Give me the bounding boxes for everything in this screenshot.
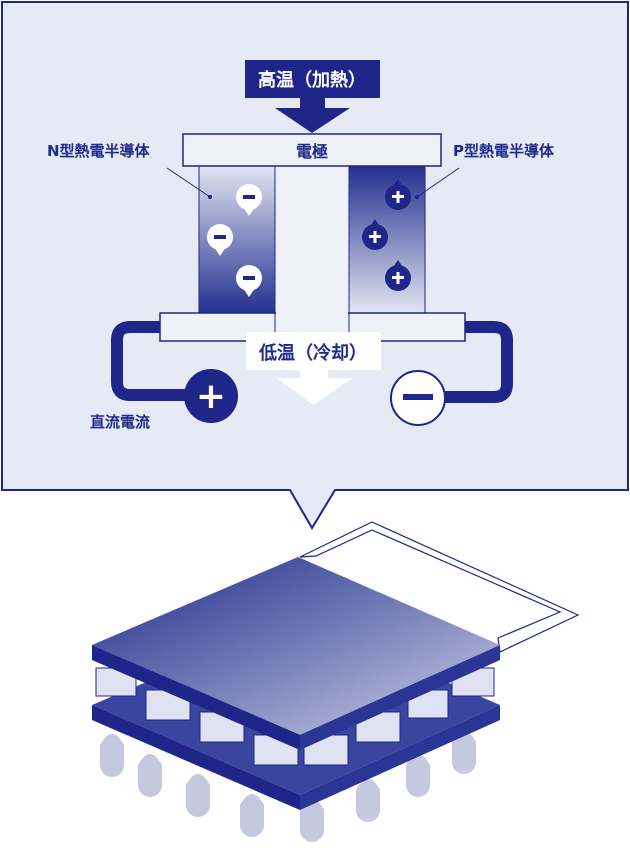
p-type-leader-line (416, 167, 460, 198)
flame-icon (452, 731, 476, 774)
back-frame (299, 521, 580, 653)
plus-icon: + (196, 376, 226, 417)
hole-icon (362, 219, 388, 250)
minus-icon (403, 394, 433, 400)
top-electrode: 電極 (182, 133, 442, 167)
flame-icon (406, 754, 430, 797)
dc-current-label: 直流電流 (90, 413, 150, 431)
hole-icon (385, 179, 411, 210)
heat-arrow: 高温（加熱） (245, 60, 380, 133)
p-type-label: P型熱電半導体 (453, 142, 555, 160)
plus-terminal: + (184, 369, 238, 423)
electron-icon (236, 265, 262, 297)
top-plate (92, 557, 500, 750)
flame-icon (300, 799, 324, 842)
n-type-label: N型熱電半導体 (47, 142, 151, 160)
electrode-label: 電極 (296, 142, 328, 161)
channel-overlap (276, 312, 348, 334)
flame-icon (240, 794, 264, 837)
flame-icon (356, 779, 380, 822)
electron-icon (236, 184, 262, 216)
flame-icon (186, 774, 210, 817)
flames (100, 731, 476, 842)
electron-icon (207, 224, 233, 256)
wire-right (440, 321, 513, 403)
thermoelectric-elements (95, 667, 495, 766)
hole-icon (385, 260, 411, 291)
cooling-arrow: 低温（冷却） (246, 332, 381, 405)
heat-input-label: 高温（加熱） (258, 69, 366, 91)
flame-icon (138, 754, 162, 797)
flame-icon (100, 734, 124, 777)
cooling-output-label: 低温（冷却） (258, 342, 367, 364)
minus-terminal (390, 370, 446, 426)
central-channel (274, 165, 350, 337)
n-type-leader-line (166, 167, 211, 198)
wire-left (111, 321, 190, 401)
